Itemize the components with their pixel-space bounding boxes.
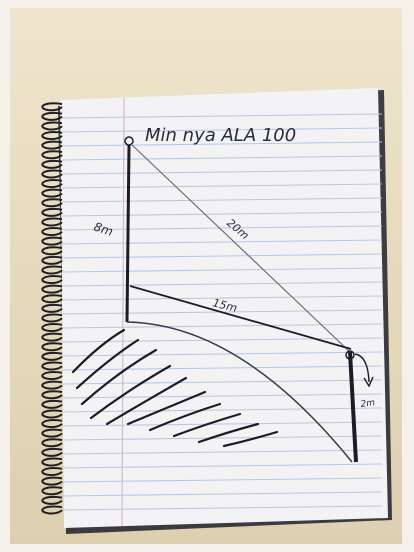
rule-line xyxy=(61,183,383,189)
spiral-coil xyxy=(41,265,63,275)
spiral-coil xyxy=(41,246,63,256)
horizontal-line xyxy=(129,285,352,350)
sketch-title: Min nya ALA 100 xyxy=(145,125,296,146)
spiral-coil xyxy=(41,332,63,342)
rule-line xyxy=(61,295,383,301)
rule-line xyxy=(61,435,383,441)
spiral-coil xyxy=(41,140,63,150)
spiral-coil xyxy=(41,467,63,477)
spiral-coil xyxy=(41,275,63,285)
rule-line xyxy=(61,211,383,217)
rule-line xyxy=(61,407,383,413)
ruled-lines xyxy=(61,113,383,511)
ground-hatching xyxy=(71,328,279,448)
rule-line xyxy=(61,393,383,399)
spiral-coil xyxy=(41,419,63,429)
height-label: 8m xyxy=(92,220,115,239)
margin-line xyxy=(121,97,125,527)
spiral-coil xyxy=(41,236,63,246)
spiral-coil xyxy=(41,438,63,448)
rule-line xyxy=(61,491,383,497)
spiral-coil xyxy=(41,390,63,400)
arrow-head xyxy=(363,376,374,388)
spiral-coil xyxy=(41,495,63,505)
rule-line xyxy=(61,449,383,455)
spiral-coil xyxy=(41,102,63,112)
rule-line xyxy=(61,127,383,133)
spiral-coil xyxy=(41,486,63,496)
rule-line xyxy=(61,323,383,329)
rule-line xyxy=(61,169,383,175)
spiral-coil xyxy=(41,179,63,189)
arrow-curve xyxy=(354,353,370,383)
spiral-coil xyxy=(41,198,63,208)
spiral-coil xyxy=(41,159,63,169)
pole-top-circle xyxy=(124,136,134,146)
spiral-coil xyxy=(41,351,63,361)
right-pole-line xyxy=(348,351,358,463)
pole-line xyxy=(125,144,131,323)
rule-line xyxy=(61,155,383,161)
rule-line xyxy=(61,239,383,245)
spiral-coil xyxy=(41,207,63,217)
spiral-coil xyxy=(41,294,63,304)
small-label: 2m xyxy=(360,398,376,410)
rule-line xyxy=(61,267,383,273)
ground-curve xyxy=(126,321,353,463)
spiral-coil xyxy=(41,399,63,409)
spiral-coil xyxy=(41,447,63,457)
right-pole-circle xyxy=(345,350,355,360)
rule-line xyxy=(61,477,383,483)
spiral-coil xyxy=(41,284,63,294)
rule-line xyxy=(61,379,383,385)
spiral-coil xyxy=(41,227,63,237)
spiral-coil xyxy=(41,476,63,486)
rule-line xyxy=(61,463,383,469)
rule-line xyxy=(61,253,383,259)
spiral-coil xyxy=(41,303,63,313)
spiral-coil xyxy=(41,169,63,179)
spiral-coil xyxy=(41,121,63,131)
spiral-coil xyxy=(41,409,63,419)
rule-line xyxy=(61,505,383,511)
spiral-coil xyxy=(41,505,63,515)
rule-line xyxy=(61,365,383,371)
spiral-coil xyxy=(41,150,63,160)
rule-line xyxy=(61,421,383,427)
rule-line xyxy=(61,197,383,203)
spiral-coil xyxy=(41,361,63,371)
spiral-coil xyxy=(41,323,63,333)
spiral-coil xyxy=(41,313,63,323)
spiral-binding xyxy=(41,102,63,515)
spiral-coil xyxy=(41,371,63,381)
rule-line xyxy=(61,113,383,119)
rule-line xyxy=(61,337,383,343)
spiral-coil xyxy=(41,255,63,265)
spiral-coil xyxy=(41,380,63,390)
spiral-coil xyxy=(41,131,63,141)
rule-line xyxy=(61,141,383,147)
rule-line xyxy=(61,225,383,231)
spiral-coil xyxy=(41,342,63,352)
rule-line xyxy=(61,281,383,287)
spiral-coil xyxy=(41,457,63,467)
spiral-coil xyxy=(41,428,63,438)
spiral-coil xyxy=(41,188,63,198)
line-label: 15m xyxy=(211,296,238,315)
hypotenuse-line xyxy=(130,143,351,353)
spiral-coil xyxy=(41,111,63,121)
spiral-coil xyxy=(41,217,63,227)
